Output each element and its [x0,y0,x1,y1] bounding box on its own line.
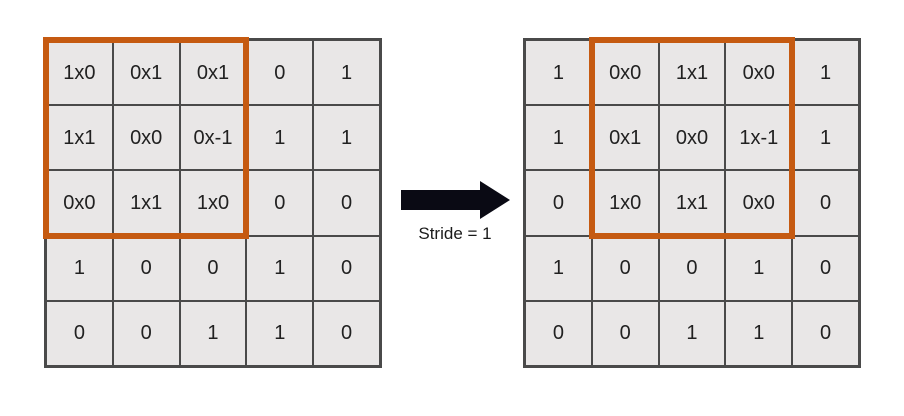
grid-cell-left_grid-r0-c1: 0x1 [112,40,180,106]
grid-cell-left_grid-r1-c2: 0x-1 [179,105,247,171]
grid-cell-right_grid-r1-c4: 1 [792,105,859,171]
grid-cell-left_grid-r2-c3: 0 [246,170,314,236]
right-arrow-icon [401,181,510,219]
grid-cell-left_grid-r2-c1: 1x1 [112,170,180,236]
grid-cell-right_grid-r3-c2: 0 [658,235,726,301]
grid-cell-left_grid-r4-c3: 1 [246,300,314,366]
grid-cell-right_grid-r0-c1: 0x0 [591,40,659,106]
grid-cell-right_grid-r4-c0: 0 [525,300,592,366]
grid-cell-right_grid-r3-c3: 1 [725,235,793,301]
grid-cell-left_grid-r0-c2: 0x1 [179,40,247,106]
grid-cell-left_grid-r2-c0: 0x0 [46,170,113,236]
grid-cell-left_grid-r1-c3: 1 [246,105,314,171]
grid-cell-right_grid-r3-c0: 1 [525,235,592,301]
grid-cell-right_grid-r4-c2: 1 [658,300,726,366]
grid-cell-right_grid-r0-c2: 1x1 [658,40,726,106]
grid-cell-left_grid-r1-c1: 0x0 [112,105,180,171]
grid-cell-right_grid-r2-c0: 0 [525,170,592,236]
grid-cell-left_grid-r1-c0: 1x1 [46,105,113,171]
grid-cell-left_grid-r3-c4: 0 [313,235,380,301]
grid-cell-left_grid-r3-c3: 1 [246,235,314,301]
grid-cell-right_grid-r2-c3: 0x0 [725,170,793,236]
grid-cell-right_grid-r3-c1: 0 [591,235,659,301]
grid-cell-left_grid-r3-c1: 0 [112,235,180,301]
grid-cell-left_grid-r4-c2: 1 [179,300,247,366]
grid-cell-left_grid-r0-c4: 1 [313,40,380,106]
grid-cell-right_grid-r3-c4: 0 [792,235,859,301]
grid-cell-right_grid-r2-c2: 1x1 [658,170,726,236]
grid-cell-right_grid-r0-c4: 1 [792,40,859,106]
grid-cell-left_grid-r0-c3: 0 [246,40,314,106]
grid-cell-left_grid-r4-c0: 0 [46,300,113,366]
grid-cell-right_grid-r2-c1: 1x0 [591,170,659,236]
grid-cell-right_grid-r1-c3: 1x-1 [725,105,793,171]
grid-cell-left_grid-r4-c4: 0 [313,300,380,366]
grid-cell-left_grid-r3-c2: 0 [179,235,247,301]
grid-cell-left_grid-r3-c0: 1 [46,235,113,301]
grid-cell-right_grid-r1-c2: 0x0 [658,105,726,171]
stride-label: Stride = 1 [418,224,492,243]
grid-cell-right_grid-r1-c1: 0x1 [591,105,659,171]
grid-cell-left_grid-r2-c2: 1x0 [179,170,247,236]
grid-cell-left_grid-r1-c4: 1 [313,105,380,171]
grid-cell-left_grid-r0-c0: 1x0 [46,40,113,106]
grid-cell-right_grid-r4-c3: 1 [725,300,793,366]
grid-cell-right_grid-r0-c0: 1 [525,40,592,106]
grid-cell-left_grid-r4-c1: 0 [112,300,180,366]
grid-cell-left_grid-r2-c4: 0 [313,170,380,236]
grid-cell-right_grid-r4-c1: 0 [591,300,659,366]
grid-cell-right_grid-r1-c0: 1 [525,105,592,171]
grid-cell-right_grid-r0-c3: 0x0 [725,40,793,106]
grid-cell-right_grid-r4-c4: 0 [792,300,859,366]
grid-cell-right_grid-r2-c4: 0 [792,170,859,236]
